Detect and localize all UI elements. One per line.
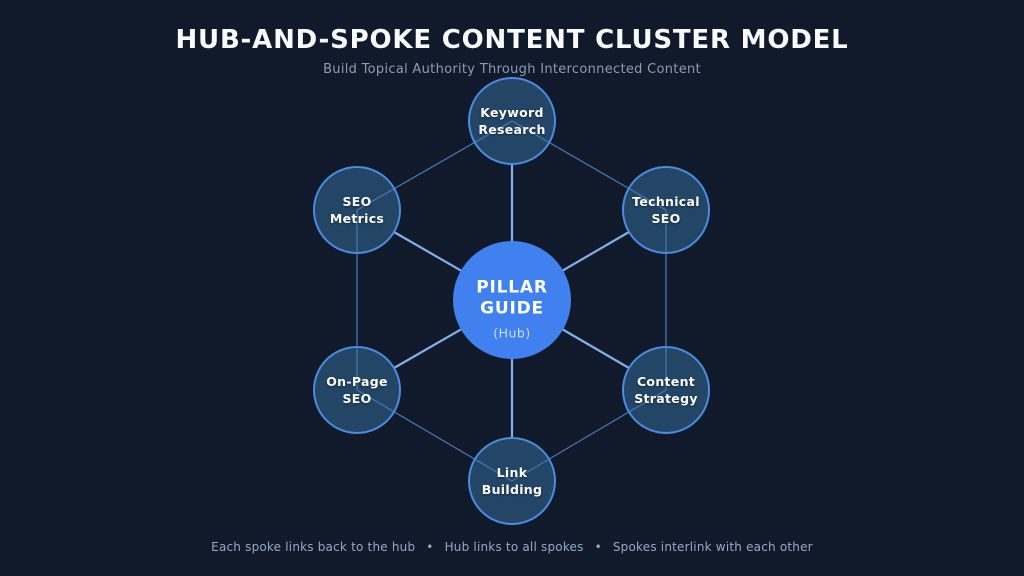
spoke-circle-borders [313,77,710,525]
page-subtitle: Build Topical Authority Through Intercon… [323,62,701,77]
content-strategy-border [622,346,710,434]
node-label-line: SEO [651,211,681,226]
node-link-building: Link Building [482,464,542,498]
node-on-page-seo: On-Page SEO [326,373,388,407]
spoke-interlink-lines [356,120,667,482]
node-label-line: Strategy [634,391,698,406]
node-label-line: Keyword [480,105,544,120]
footer-item: Hub links to all spokes [444,540,584,554]
technical-seo-border [622,166,710,254]
link-content-linkbuilding [511,389,667,482]
node-label-line: Building [481,482,543,497]
node-seo-metrics: SEO Metrics [330,193,384,227]
seo-metrics-border [313,166,401,254]
hub-label-line: PILLAR [476,277,548,298]
node-label-line: SEO [342,194,372,209]
hub-label-line: GUIDE [480,298,544,319]
node-label-line: Link [496,465,528,480]
link-building-border [468,437,556,525]
link-linkbuilding-onpage [356,389,513,482]
header: HUB-AND-SPOKE CONTENT CLUSTER MODEL Buil… [0,25,1024,77]
bullet-separator: • [426,540,434,554]
hub-circle [453,241,571,359]
node-label-line: Technical [632,194,700,209]
node-keyword-research: Keyword Research [478,104,545,138]
node-technical-seo: Technical SEO [632,193,700,227]
footer-item: Each spoke links back to the hub [211,540,416,554]
hub-label: PILLAR GUIDE (Hub) [476,278,548,341]
node-label-line: SEO [342,391,372,406]
footer-legend: Each spoke links back to the hub • Hub lin… [0,540,1024,554]
link-keyword-technical [511,120,667,211]
node-label-line: On-Page [326,374,388,389]
link-metrics-keyword [356,120,513,211]
bullet-separator: • [594,540,602,554]
node-label-line: Metrics [329,211,385,226]
node-label-line: Content [636,374,696,389]
node-label-line: Research [478,122,546,137]
hub-sublabel: (Hub) [493,325,531,341]
keyword-research-border [468,77,556,165]
footer-item: Spokes interlink with each other [612,540,813,554]
page-title: HUB-AND-SPOKE CONTENT CLUSTER MODEL [175,25,849,55]
on-page-seo-border [313,346,401,434]
node-content-strategy: Content Strategy [634,373,698,407]
